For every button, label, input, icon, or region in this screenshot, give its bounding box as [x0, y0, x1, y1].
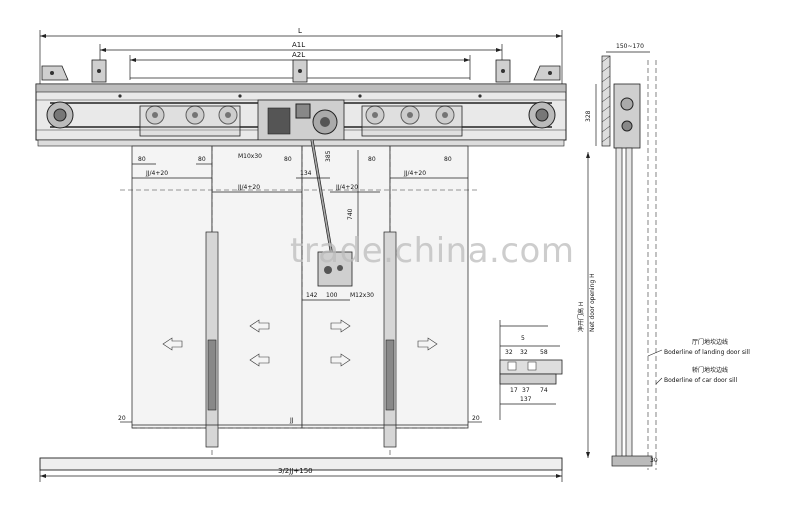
dim-142: 142 — [306, 292, 318, 299]
dim-bolt-top: M10x30 — [238, 153, 262, 160]
operator-header — [35, 83, 567, 147]
dim-80-e: 80 — [444, 156, 452, 163]
dim-a1l: A1L — [292, 41, 305, 49]
landing-sill-en: Boderline of landing door sill — [664, 349, 750, 356]
door-panel-outer-right — [389, 145, 469, 429]
dim-80-c: 80 — [284, 156, 292, 163]
dim-jj-quarter-left: JJ/4+20 — [145, 170, 168, 177]
arrow-left-icon — [162, 337, 183, 351]
dim-sill-58: 58 — [540, 349, 548, 356]
closer-linkage: 740 385 — [310, 139, 359, 287]
arrow-right-icon — [330, 353, 351, 367]
dim-80-d: 80 — [368, 156, 376, 163]
dim-sill-32b: 32 — [520, 349, 528, 356]
dim-20-right: 20 — [472, 415, 480, 422]
dim-80-b: 80 — [198, 156, 206, 163]
dim-sill-32a: 32 — [505, 349, 513, 356]
dim-bottom-width: 3/2JJ+150 — [278, 467, 313, 475]
side-elevation: 150~170 328 净开门高 H Net door opening H 30… — [577, 43, 750, 470]
dim-side-height: 328 — [585, 110, 592, 122]
arrow-right-icon — [417, 337, 438, 351]
dim-sill-37: 37 — [522, 387, 530, 394]
landing-sill-cn: 厅门地坎边线 — [692, 338, 728, 346]
dim-20-left: 20 — [118, 415, 126, 422]
dim-sill-17: 17 — [510, 387, 518, 394]
net-opening-en: Net door opening H — [589, 273, 596, 332]
net-opening-cn: 净开门高 H — [577, 302, 585, 332]
arrow-left-icon — [249, 319, 270, 333]
dim-sill-74: 74 — [540, 387, 548, 394]
dim-overall-width: L — [298, 27, 302, 35]
dim-134: 134 — [300, 170, 312, 177]
dim-740: 740 — [347, 208, 354, 220]
door-panel-outer-left — [131, 145, 213, 429]
car-sill-en: Boderline of car door sill — [664, 377, 738, 384]
dim-100: 100 — [326, 292, 338, 299]
direction-arrows — [162, 319, 438, 367]
dim-jj-quarter-right: JJ/4+20 — [403, 170, 426, 177]
dim-side-range: 150~170 — [616, 43, 644, 50]
dim-jj: JJ — [289, 417, 294, 424]
dim-side-30: 30 — [650, 457, 658, 464]
door-panel-inner-left — [211, 145, 303, 429]
dim-sill-5: 5 — [521, 335, 525, 342]
dim-80-a: 80 — [138, 156, 146, 163]
dim-jj-quarter-center: JJ/4+20 — [335, 184, 358, 191]
dim-bolt-bottom: M12x30 — [350, 292, 374, 299]
bottom-sill: 3/2JJ+150 — [39, 457, 563, 482]
dim-385: 385 — [325, 150, 332, 162]
dim-jj-quarter-mid: JJ/4+20 — [237, 184, 260, 191]
car-sill-cn: 轿门地坎边线 — [692, 366, 728, 374]
dim-a2l: A2L — [292, 51, 305, 59]
door-guide-rails — [205, 231, 397, 448]
sill-cross-section: 5 32 32 58 17 37 74 137 — [499, 320, 563, 420]
dim-sill-137: 137 — [520, 396, 532, 403]
watermark-text: trade.china.com — [290, 231, 574, 271]
arrow-right-icon — [330, 319, 351, 333]
door-panels — [120, 145, 480, 460]
internal-dimensions: 80 80 M10x30 80 80 80 JJ/4+20 JJ/4+20 13… — [118, 153, 482, 426]
mounting-brackets — [41, 59, 561, 83]
arrow-left-icon — [249, 353, 270, 367]
